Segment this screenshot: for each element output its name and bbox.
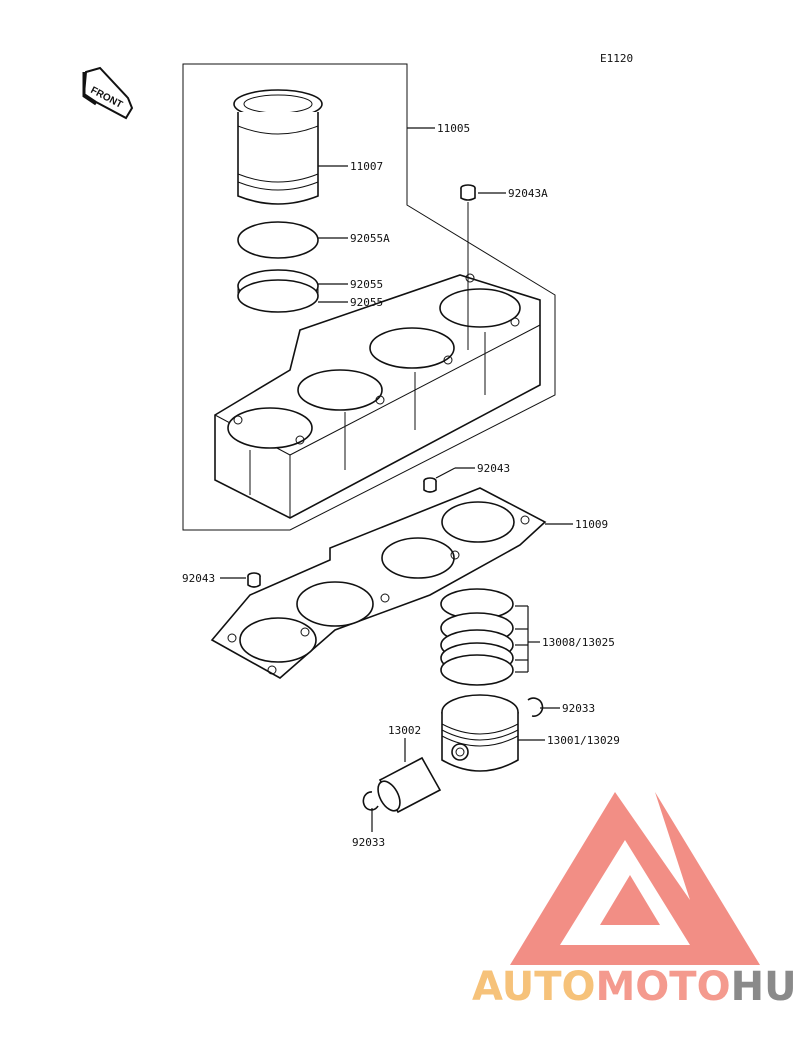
cylinder-block	[214, 273, 541, 519]
assembly-outline	[182, 63, 556, 531]
watermark-logo: AUTOMOTOHUB	[472, 792, 800, 1010]
label-92055-upper: 92055	[350, 278, 383, 291]
watermark-moto: MOTO	[596, 964, 731, 1010]
svg-text:AUTOMOTOHUB: AUTOMOTOHUB	[472, 964, 800, 1010]
label-92033-right: 92033	[562, 702, 595, 715]
label-11007: 11007	[350, 160, 383, 173]
label-92043-left: 92043	[182, 572, 215, 585]
dowel-pin-right	[423, 477, 437, 493]
watermark-auto: AUTO	[472, 964, 596, 1010]
piston-rings	[440, 588, 514, 686]
watermark-hub: HUB	[731, 964, 800, 1010]
circlip-bottom	[362, 791, 379, 811]
label-13001-13029: 13001/13029	[547, 734, 620, 747]
label-13008-13025: 13008/13025	[542, 636, 615, 649]
label-92043a: 92043A	[508, 187, 548, 200]
leader-lines	[220, 127, 573, 832]
o-ring	[237, 221, 319, 259]
circlip-right	[527, 697, 544, 717]
dowel-pin-left	[247, 572, 261, 588]
piston	[441, 694, 519, 772]
cylinder-gasket	[210, 487, 547, 679]
front-arrow-icon: FRONT	[82, 66, 134, 120]
label-13002: 13002	[388, 724, 421, 737]
dowel-pin-top	[460, 184, 476, 350]
cylinder-sleeve	[233, 89, 323, 205]
label-92043-right: 92043	[477, 462, 510, 475]
label-92033-bottom: 92033	[352, 836, 385, 849]
label-11005: 11005	[437, 122, 470, 135]
label-92055-lower: 92055	[350, 296, 383, 309]
sleeve-rings	[237, 269, 319, 313]
diagram-code: E1120	[600, 52, 633, 65]
label-11009: 11009	[575, 518, 608, 531]
label-92055a: 92055A	[350, 232, 390, 245]
piston-pin	[377, 756, 442, 814]
